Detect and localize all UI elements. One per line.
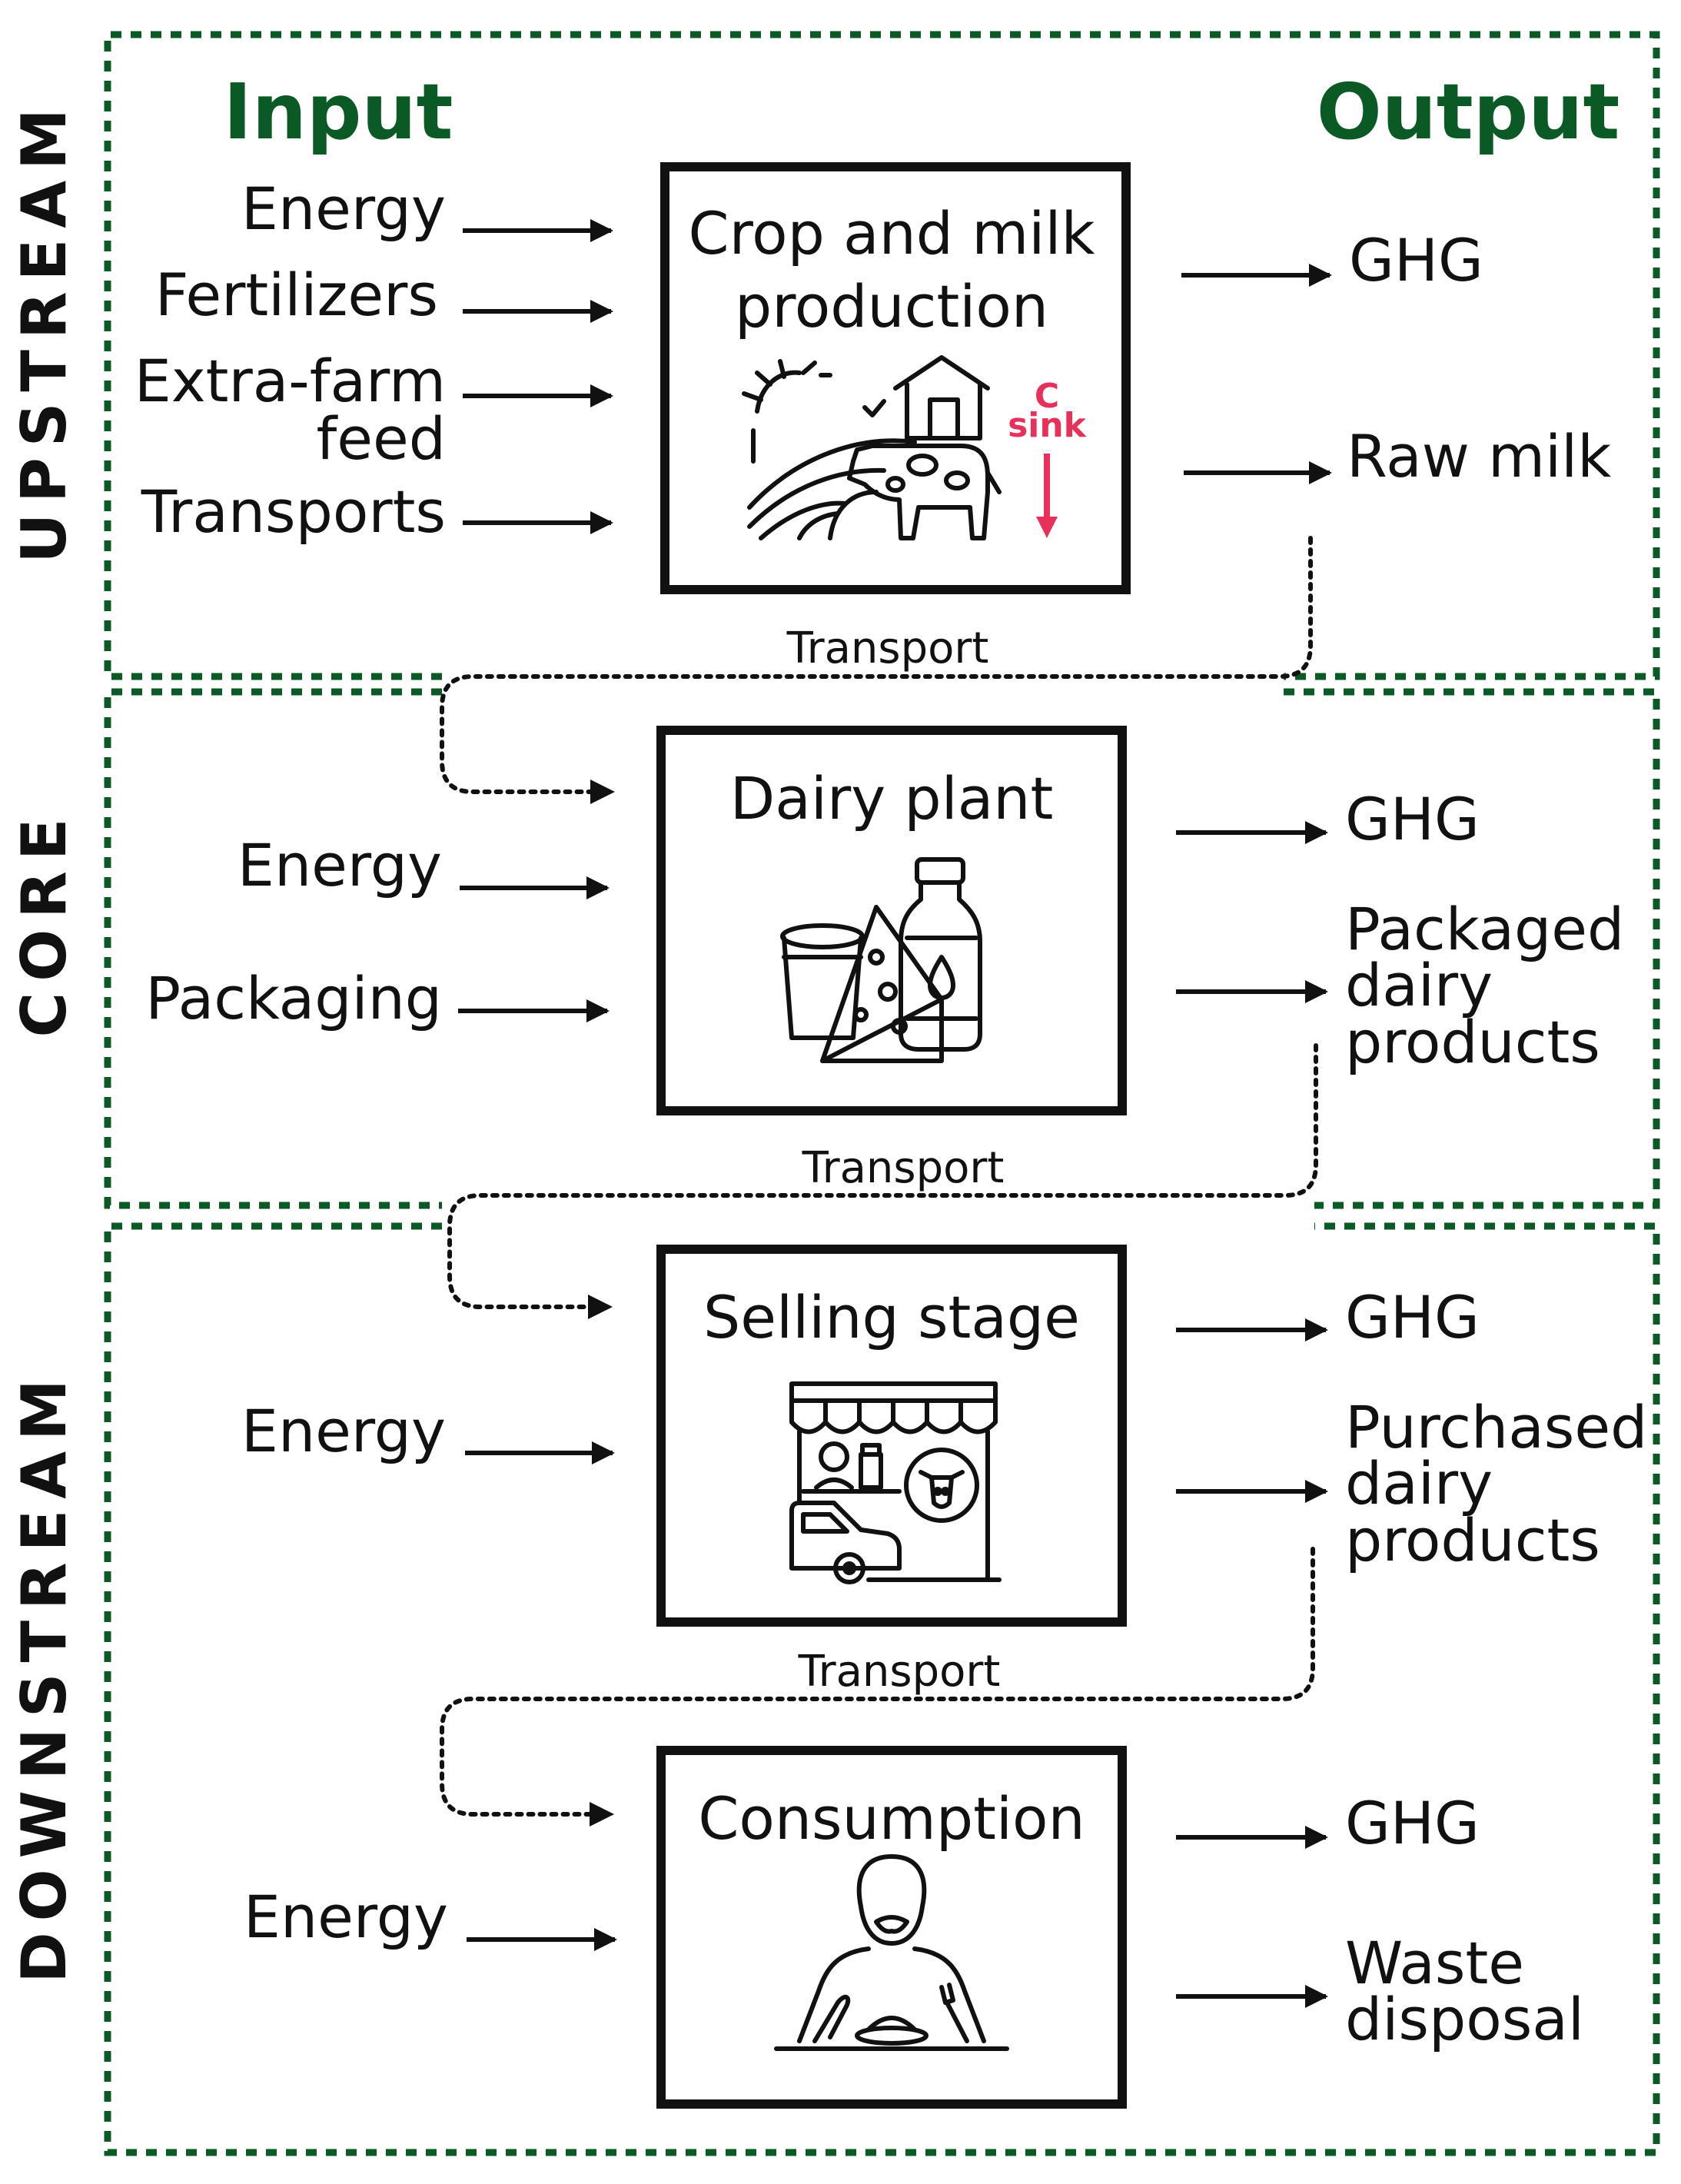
dairy-output-packaged-line1: Packaged bbox=[1345, 895, 1624, 963]
consumption-output-ghg: GHG bbox=[1345, 1789, 1480, 1857]
transport-connector-3-arrowhead bbox=[590, 1802, 614, 1827]
crop-input-fertilizers: Fertilizers bbox=[155, 261, 438, 329]
dairy-output-ghg: GHG bbox=[1345, 785, 1480, 853]
crop-output-raw-milk: Raw milk bbox=[1347, 422, 1611, 490]
consumption-title: Consumption bbox=[698, 1784, 1085, 1853]
crop-input-energy: Energy bbox=[241, 175, 446, 243]
dairy-input-energy: Energy bbox=[238, 831, 442, 899]
transport-connector-2-arrowhead bbox=[588, 1295, 613, 1319]
crop-input-feed: feed bbox=[316, 404, 446, 473]
c-sink-label-line1: C bbox=[1035, 377, 1059, 416]
transport-label-2: Transport bbox=[802, 1143, 1005, 1193]
crop-title-line2: production bbox=[735, 272, 1048, 341]
selling-output-purchased-line1: Purchased bbox=[1345, 1393, 1647, 1461]
selling-input-energy: Energy bbox=[241, 1397, 446, 1465]
crop-input-transports: Transports bbox=[141, 477, 446, 546]
section-label-core: CORE bbox=[8, 808, 80, 1038]
transport-connector-1-arrowhead bbox=[590, 780, 615, 804]
transport-label-3: Transport bbox=[798, 1647, 1001, 1697]
selling-output-ghg: GHG bbox=[1345, 1283, 1480, 1351]
dairy-products-icon bbox=[780, 857, 982, 1063]
transport-connector-1 bbox=[440, 536, 1313, 794]
selling-output-purchased-line3: products bbox=[1345, 1506, 1600, 1574]
dairy-output-packaged-line3: products bbox=[1345, 1008, 1600, 1076]
selling-output-purchased-line2: dairy bbox=[1345, 1449, 1493, 1517]
crop-input-extra-farm: Extra-farm bbox=[135, 347, 446, 415]
section-core bbox=[104, 688, 1660, 1209]
person-eating-icon bbox=[774, 1854, 1009, 2051]
section-label-upstream: UPSTREAM bbox=[8, 98, 80, 563]
selling-title: Selling stage bbox=[703, 1283, 1080, 1351]
output-header: Output bbox=[1317, 67, 1620, 157]
section-label-downstream: DOWNSTREAM bbox=[8, 1368, 80, 1983]
consumption-input-energy: Energy bbox=[244, 1883, 448, 1951]
crop-output-ghg: GHG bbox=[1349, 226, 1483, 294]
crop-title-line1: Crop and milk bbox=[689, 199, 1095, 268]
process-box-selling bbox=[656, 1245, 1127, 1627]
dairy-title: Dairy plant bbox=[730, 764, 1054, 833]
consumption-output-waste-line2: disposal bbox=[1345, 1985, 1584, 2053]
consumption-output-waste-line1: Waste bbox=[1345, 1929, 1524, 1997]
c-sink-label-line2: sink bbox=[1008, 406, 1088, 445]
transport-label-1: Transport bbox=[786, 623, 989, 673]
input-header: Input bbox=[224, 67, 453, 157]
process-box-dairy bbox=[656, 726, 1127, 1115]
dairy-output-packaged-line2: dairy bbox=[1345, 951, 1493, 1019]
transport-connector-3 bbox=[440, 1547, 1315, 1817]
farm-cow-icon bbox=[742, 355, 1002, 540]
c-sink-arrowhead bbox=[1036, 517, 1058, 538]
shop-icon bbox=[789, 1381, 1002, 1584]
dairy-input-packaging: Packaging bbox=[145, 964, 442, 1032]
transport-connector-2 bbox=[447, 1043, 1318, 1309]
